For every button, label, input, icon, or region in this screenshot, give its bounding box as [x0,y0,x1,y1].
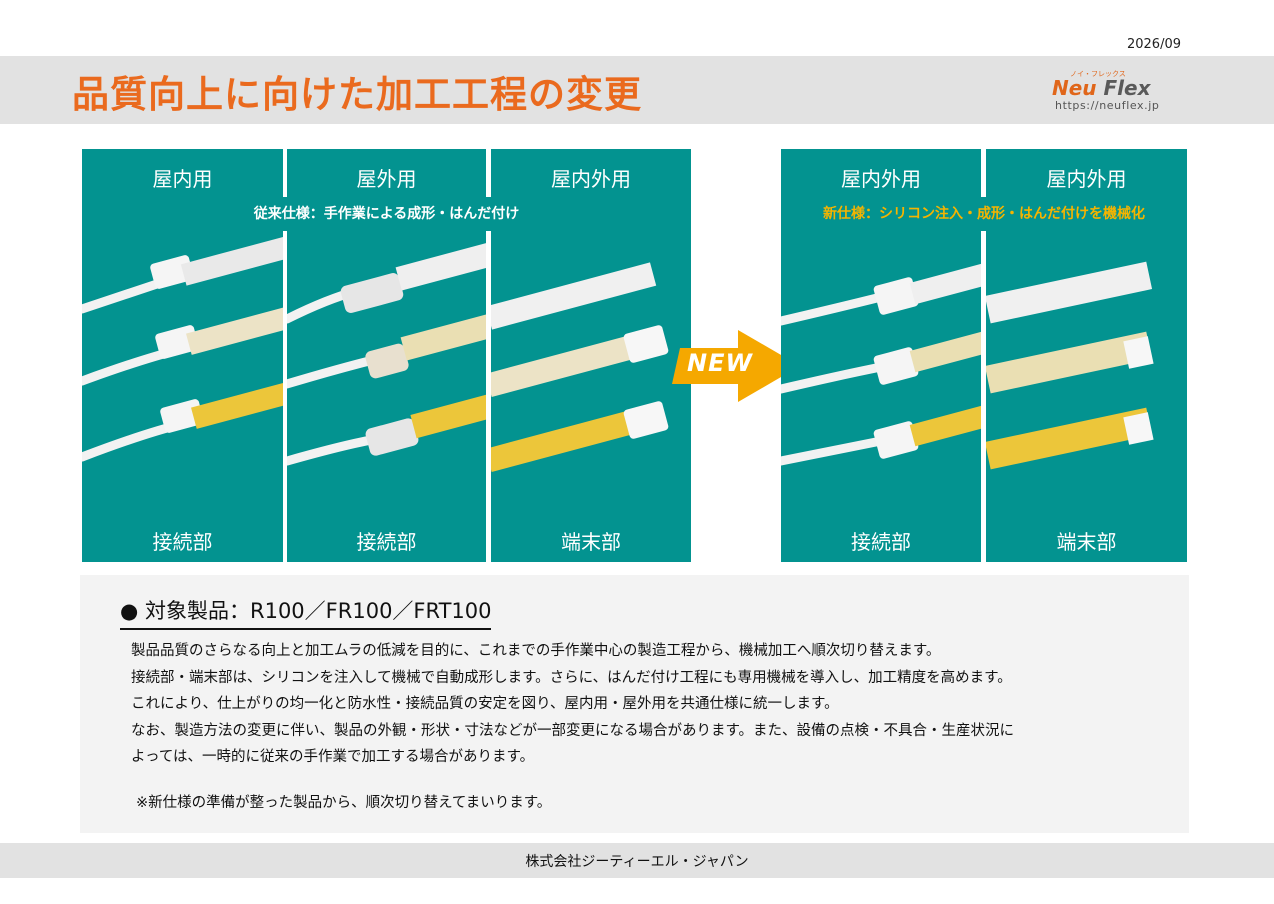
old-spec-strip: 従来仕様：手作業による成形・はんだ付け [82,197,691,231]
logo-wordmark: Neu Flex [1052,76,1151,100]
panel-bottom-label: 接続部 [152,530,213,554]
logo-word-flex: Flex [1103,76,1151,100]
panel-bottom-label: 端末部 [561,530,621,554]
header-band [0,56,1274,124]
company-name: 株式会社ジーティーエル・ジャパン [525,854,749,870]
target-products-heading: ● 対象製品：R100／FR100／FRT100 [120,595,492,630]
panel-top-label: 屋内外用 [841,167,921,191]
neuflex-logo[interactable]: ノイ・フレックス Neu Flex https://neuflex.jp [1052,70,1182,114]
panel-top-label: 屋外用 [356,167,417,191]
description-line: 接続部・端末部は、シリコンを注入して機械で自動成形します。さらに、はんだ付け工程… [131,669,1012,686]
footer-band [0,843,1274,878]
panel-bottom-label: 端末部 [1056,530,1117,554]
logo-word-neu: Neu [1052,76,1097,100]
info-box [80,575,1189,833]
panel-bottom-label: 接続部 [356,530,417,554]
photo-new-connector [781,259,981,466]
description: 製品品質のさらなる向上と加工ムラの低減を目的に、これまでの手作業中心の製造工程か… [131,638,1161,771]
new-spec-strip: 新仕様：シリコン注入・成形・はんだ付けを機械化 [781,197,1187,231]
photo-new-end [986,261,1154,470]
panel-top-label: 屋内用 [152,167,213,191]
description-line: 製品品質のさらなる向上と加工ムラの低減を目的に、これまでの手作業中心の製造工程か… [131,643,941,659]
logo-kana: ノイ・フレックス [1070,70,1126,78]
description-line: よっては、一時的に従来の手作業で加工する場合があります。 [131,749,535,766]
date-label: 2026/09 [1126,37,1181,52]
switchover-note: ※新仕様の準備が整った製品から、順次切り替えてまいります。 [136,795,552,811]
new-label: NEW [687,349,753,377]
panel-bottom-label: 接続部 [851,530,911,554]
photo-outdoor-connector [287,241,486,466]
photo-indoor-outdoor-end [491,262,669,473]
page-title: 品質向上に向けた加工工程の変更 [72,73,642,116]
panel-top-label: 屋内外用 [551,167,631,191]
logo-url-link[interactable]: https://neuflex.jp [1055,99,1160,112]
description-line: これにより、仕上がりの均一化と防水性・接続品質の安定を図り、屋内用・屋外用を共通… [131,696,839,713]
arrow-right-icon [672,330,800,402]
photo-indoor-connector [82,235,283,462]
panel-top-label: 屋内外用 [1046,167,1127,191]
description-line: なお、製造方法の変更に伴い、製品の外観・形状・寸法などが一部変更になる場合があり… [131,722,1015,739]
